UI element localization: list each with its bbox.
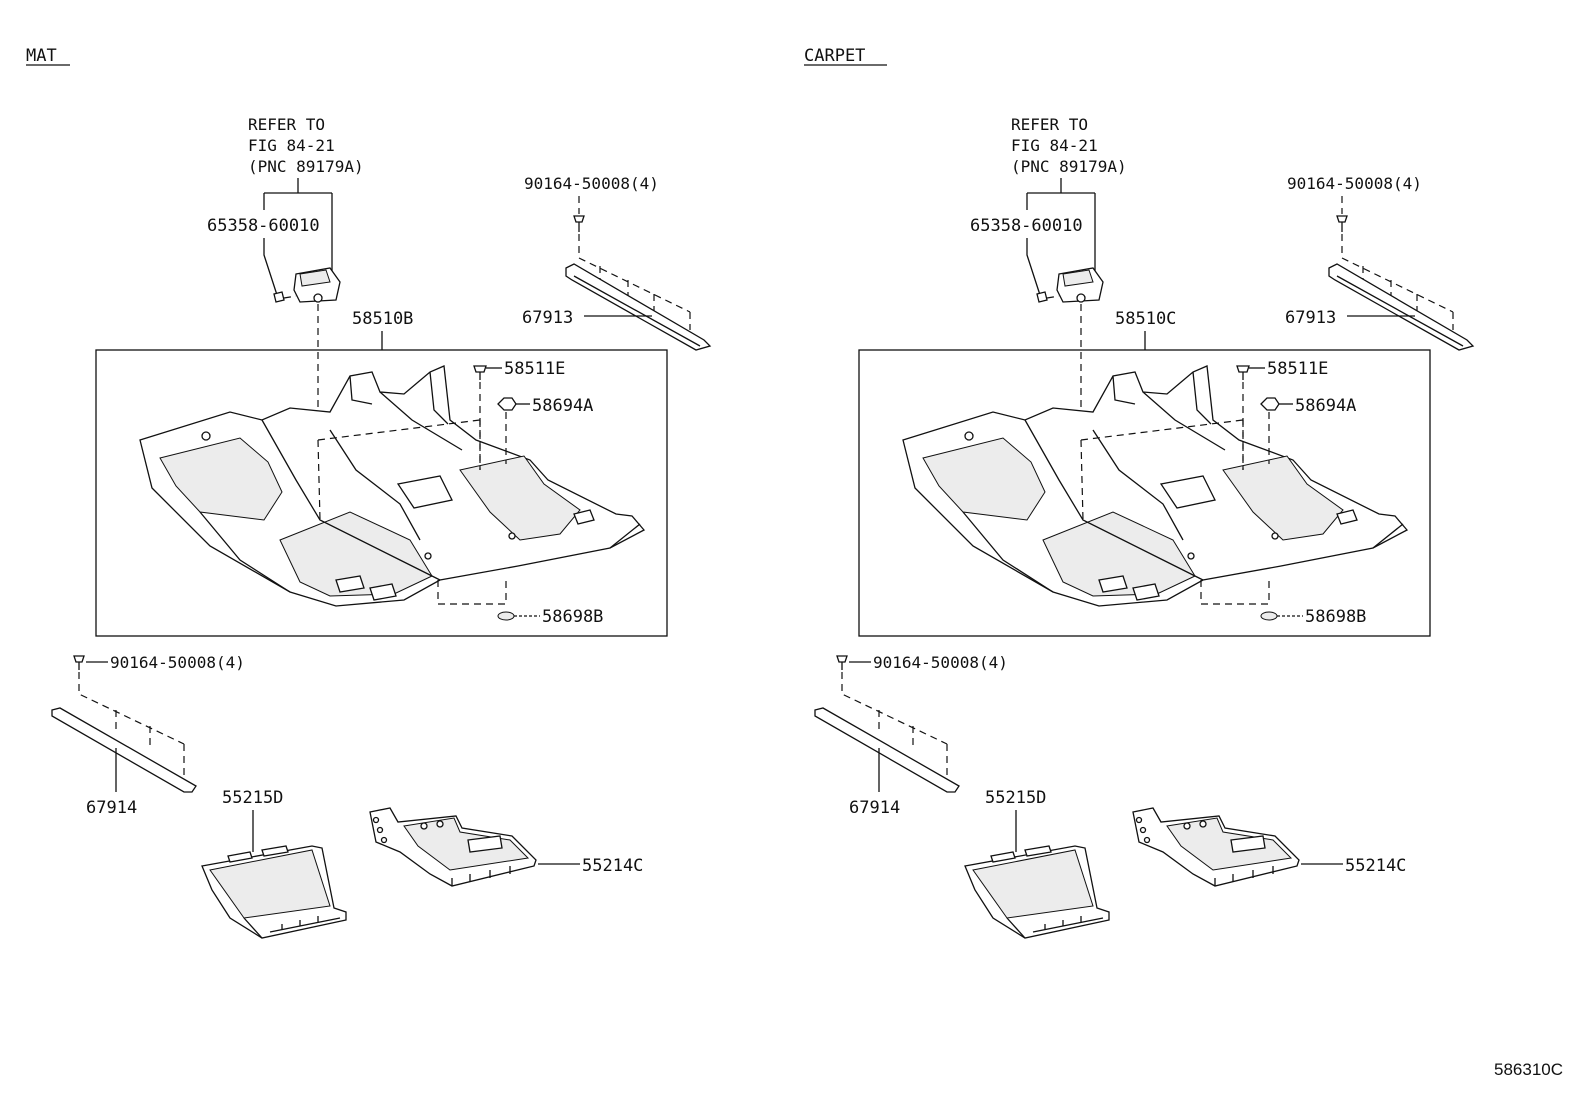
grommet-part [1260, 397, 1280, 411]
clip-part [1236, 365, 1250, 380]
clip-part [473, 365, 487, 380]
panel-title: CARPET [804, 46, 865, 66]
callout-clip[interactable]: 58511E [504, 359, 565, 379]
floor-part [902, 365, 1409, 607]
screw-bottom-part [836, 655, 848, 670]
plate-bottom-part [814, 707, 960, 793]
refer-note-line-3[interactable]: (PNC 89179A) [1011, 157, 1127, 176]
screw-top-part [1336, 215, 1348, 232]
figure-code: 586310C [1494, 1060, 1563, 1079]
callout-screw-top[interactable]: 90164-50008(4) [1287, 174, 1422, 193]
callout-cover-left[interactable]: 55215D [985, 788, 1046, 808]
callout-bracket[interactable]: 65358-60010 [970, 216, 1083, 236]
callout-grommet[interactable]: 58694A [1295, 396, 1356, 416]
bracket-leader [263, 238, 278, 296]
callout-screw-bottom[interactable]: 90164-50008(4) [873, 653, 1008, 672]
callout-plate-bottom[interactable]: 67914 [849, 798, 900, 818]
panel-carpet-body: REFER TO FIG 84-21 (PNC 89179A) 65358-60… [814, 115, 1475, 939]
callout-plate-top[interactable]: 67913 [522, 308, 573, 328]
callout-plate-bottom[interactable]: 67914 [86, 798, 137, 818]
plate-bottom-part [51, 707, 197, 793]
bracket-leader [1026, 238, 1041, 296]
floor-guides [317, 419, 507, 605]
cover-right-part [1132, 807, 1300, 887]
refer-note-line-1[interactable]: REFER TO [1011, 115, 1088, 134]
panel-carpet: CARPET [804, 46, 887, 66]
refer-leader [1026, 178, 1096, 275]
plate-top-part [565, 263, 712, 351]
callout-plate-top[interactable]: 67913 [1285, 308, 1336, 328]
panel-title: MAT [26, 46, 57, 66]
refer-leader [263, 178, 333, 275]
plate-top-edge [1336, 275, 1464, 347]
callout-plug[interactable]: 58698B [1305, 607, 1366, 627]
panel-mat: MAT REFER TO FIG 84-21 (PNC 89179A) 6535… [26, 46, 712, 939]
plate-top-part [1328, 263, 1475, 351]
plate-top-edge [573, 275, 701, 347]
screw-bottom-part [73, 655, 85, 670]
callout-grommet[interactable]: 58694A [532, 396, 593, 416]
callout-plug[interactable]: 58698B [542, 607, 603, 627]
floor-part [139, 365, 646, 607]
refer-note-line-1[interactable]: REFER TO [248, 115, 325, 134]
refer-note-line-2[interactable]: FIG 84-21 [1011, 136, 1098, 155]
bracket-part [1036, 267, 1104, 303]
callout-clip[interactable]: 58511E [1267, 359, 1328, 379]
refer-note-line-3[interactable]: (PNC 89179A) [248, 157, 364, 176]
callout-bracket[interactable]: 65358-60010 [207, 216, 320, 236]
bracket-part [273, 267, 341, 303]
floor-group-box [858, 349, 1431, 637]
callout-cover-right[interactable]: 55214C [1345, 856, 1406, 876]
cover-right-part [369, 807, 537, 887]
floor-guides [1080, 419, 1270, 605]
refer-note-line-2[interactable]: FIG 84-21 [248, 136, 335, 155]
callout-floor[interactable]: 58510B [352, 309, 413, 329]
cover-left-part [964, 845, 1110, 939]
callout-cover-right[interactable]: 55214C [582, 856, 643, 876]
callout-screw-top[interactable]: 90164-50008(4) [524, 174, 659, 193]
plug-part [497, 611, 515, 621]
callout-cover-left[interactable]: 55215D [222, 788, 283, 808]
screw-top-part [573, 215, 585, 232]
plug-part [1260, 611, 1278, 621]
floor-group-box [95, 349, 668, 637]
callout-screw-bottom[interactable]: 90164-50008(4) [110, 653, 245, 672]
cover-left-part [201, 845, 347, 939]
grommet-part [497, 397, 517, 411]
callout-floor[interactable]: 58510C [1115, 309, 1176, 329]
